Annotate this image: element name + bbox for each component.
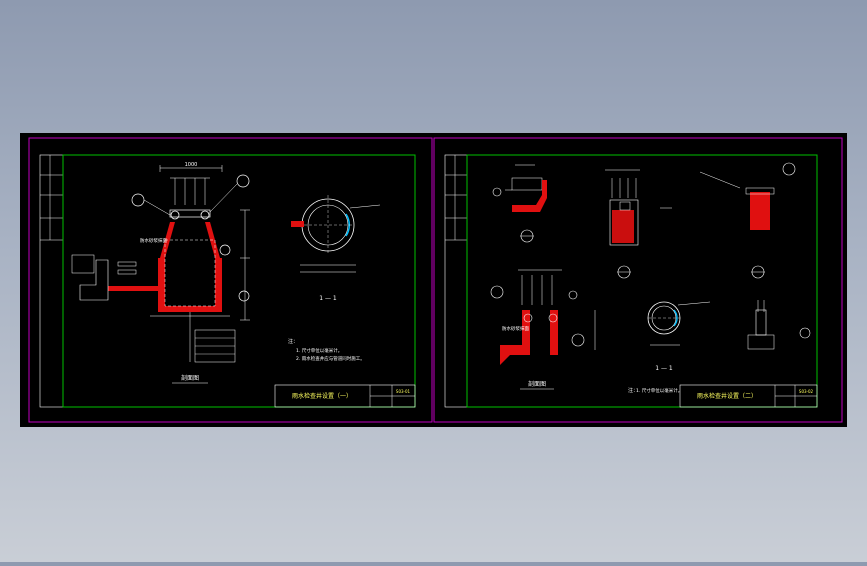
sheet-2-border	[433, 137, 843, 423]
sheet-2-callout: 防水砂浆抹面	[502, 325, 529, 332]
sheet-1-section-label: 1 — 1	[319, 295, 337, 302]
sheet-2-section-label: 1 — 1	[655, 365, 673, 372]
detail-a	[492, 164, 547, 243]
sheet-1-dim-top: 1000	[185, 162, 198, 168]
shaft-wall-right	[215, 258, 222, 308]
manhole-section-2: 剖面图 防水砂浆抹面	[490, 269, 596, 390]
manhole-plan-2: 1 — 1	[647, 301, 711, 372]
shaft-wall-left	[158, 258, 165, 308]
inlet-pipe	[108, 286, 158, 291]
sheet-1-callout: 防水砂浆抹面	[140, 237, 167, 244]
sheet-1-note-1: 1. 尺寸单位以毫米计。	[296, 347, 342, 354]
callout-bubble	[238, 290, 250, 302]
manhole-section-1: 1000 防水砂浆抹面	[71, 162, 250, 384]
sheet-1: 1000 防水砂浆抹面	[28, 137, 433, 423]
detail-d	[747, 300, 811, 350]
callout-bubble	[236, 174, 250, 188]
sheet-1-border	[28, 137, 433, 423]
callout-bubble	[219, 244, 231, 256]
detail-b	[605, 169, 672, 279]
sheet-2-view-label: 剖面图	[528, 380, 546, 388]
plan-pipe	[291, 221, 304, 227]
sheet-1-notes: 注： 1. 尺寸单位以毫米计。 2. 雨水检查井应与管道同时施工。	[288, 338, 365, 362]
sheet-2-title: 雨水检查井设置（二）	[697, 392, 757, 400]
sheet-2-note-1: 1. 尺寸单位以毫米计。	[636, 387, 682, 394]
sheet-1-frame	[62, 154, 416, 408]
detail-c	[699, 162, 796, 279]
manhole-plan-1: 1 — 1	[291, 195, 381, 302]
shaft-base	[158, 306, 222, 312]
sheet-1-drawing-no: S03-01	[396, 389, 411, 394]
sheet-2-note-heading: 注：	[628, 387, 638, 394]
sheet-2-notes: 注： 1. 尺寸单位以毫米计。	[628, 387, 682, 394]
sheet-2-frame	[466, 154, 818, 408]
sheet-1-view-label: 剖面图	[181, 374, 199, 382]
sheet-1-title-block: 雨水检查井设置（一） S03-01	[274, 384, 416, 408]
sheet-1-note-2: 2. 雨水检查井应与管道同时施工。	[296, 355, 365, 362]
sheet-1-note-heading: 注：	[288, 338, 298, 345]
sheet-1-title: 雨水检查井设置（一）	[292, 392, 352, 400]
sheet-2-drawing-no: S03-02	[799, 389, 814, 394]
sheet-2: 剖面图 防水砂浆抹面 1 — 1 注： 1. 尺寸单位以毫米计。	[433, 137, 843, 423]
sheet-2-title-block: 雨水检查井设置（二） S03-02	[679, 384, 818, 408]
